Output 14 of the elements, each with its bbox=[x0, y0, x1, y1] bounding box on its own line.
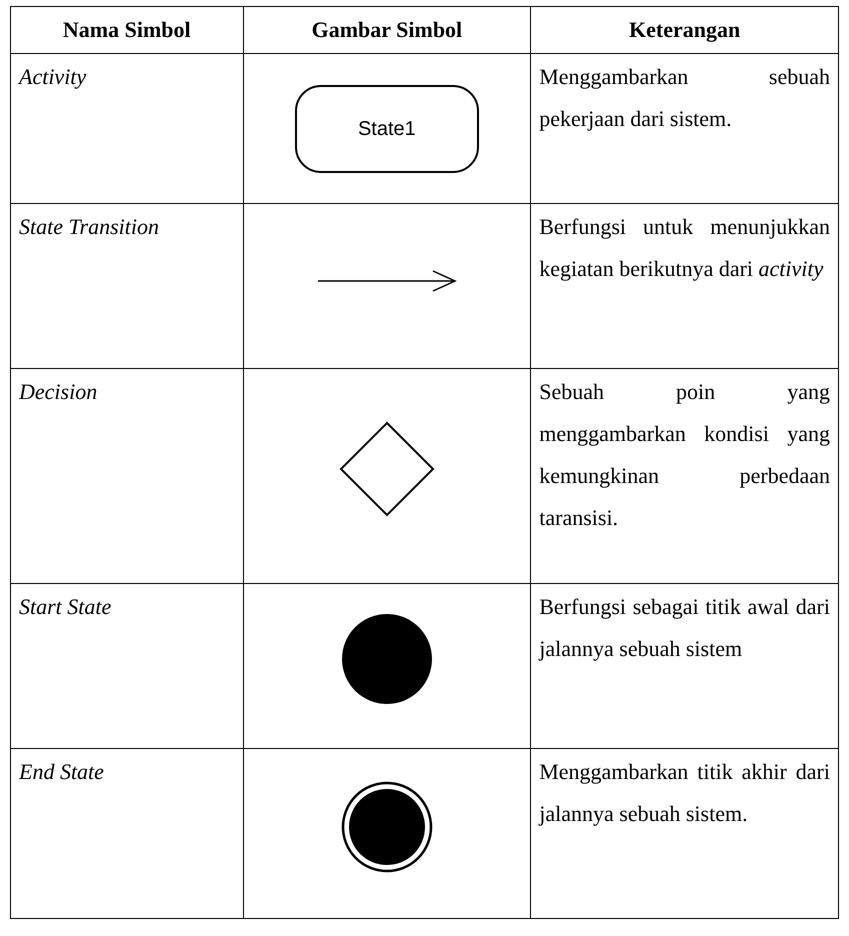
symbol-name: State Transition bbox=[10, 204, 244, 368]
description: Berfungsi untuk menunjukkan kegiatan berikutnya dari activity bbox=[530, 204, 838, 368]
description: Menggambarkan titik akhir dari jalannya sebuah sistem. bbox=[530, 748, 838, 918]
symbol-name: End State bbox=[10, 748, 244, 918]
column-header: Nama Simbol bbox=[10, 6, 244, 54]
column-header: Keterangan bbox=[530, 6, 838, 54]
column-header: Gambar Simbol bbox=[243, 6, 531, 54]
activity-state-box: State1 bbox=[294, 84, 479, 172]
description: Sebuah poin yang menggambarkan kondisi yang kemungkinan perbedaan taransisi. bbox=[530, 368, 838, 584]
description: Berfungsi sebagai titik awal dari jalannya sebuah sistem bbox=[530, 584, 838, 748]
description: Menggambarkan sebuah pekerjaan dari sistem. bbox=[530, 54, 838, 204]
symbol-name: Decision bbox=[10, 368, 244, 584]
symbol-name: Activity bbox=[10, 54, 244, 204]
symbol-name: Start State bbox=[10, 584, 244, 748]
